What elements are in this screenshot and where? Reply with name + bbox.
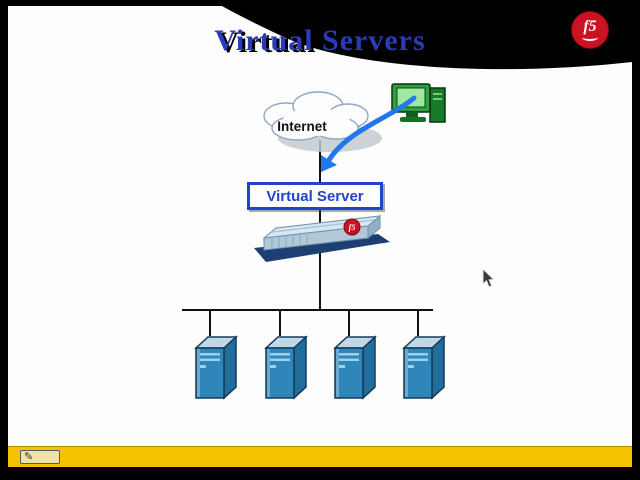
virtual-server-label: Virtual Server xyxy=(266,187,364,205)
top-swoosh-shape xyxy=(222,6,632,70)
pen-tool-button[interactable]: ✎ xyxy=(20,450,60,464)
bottom-toolbar: ✎ xyxy=(8,446,632,467)
f5-logo-text: f5 xyxy=(583,17,597,35)
f5-logo-swoosh xyxy=(582,34,598,41)
virtual-server-box: Virtual Server xyxy=(247,182,383,210)
f5-logo: f5 xyxy=(571,11,609,49)
page-title: Virtual Servers xyxy=(214,24,426,57)
mouse-cursor-icon xyxy=(482,268,495,288)
pen-icon: ✎ xyxy=(24,450,34,463)
